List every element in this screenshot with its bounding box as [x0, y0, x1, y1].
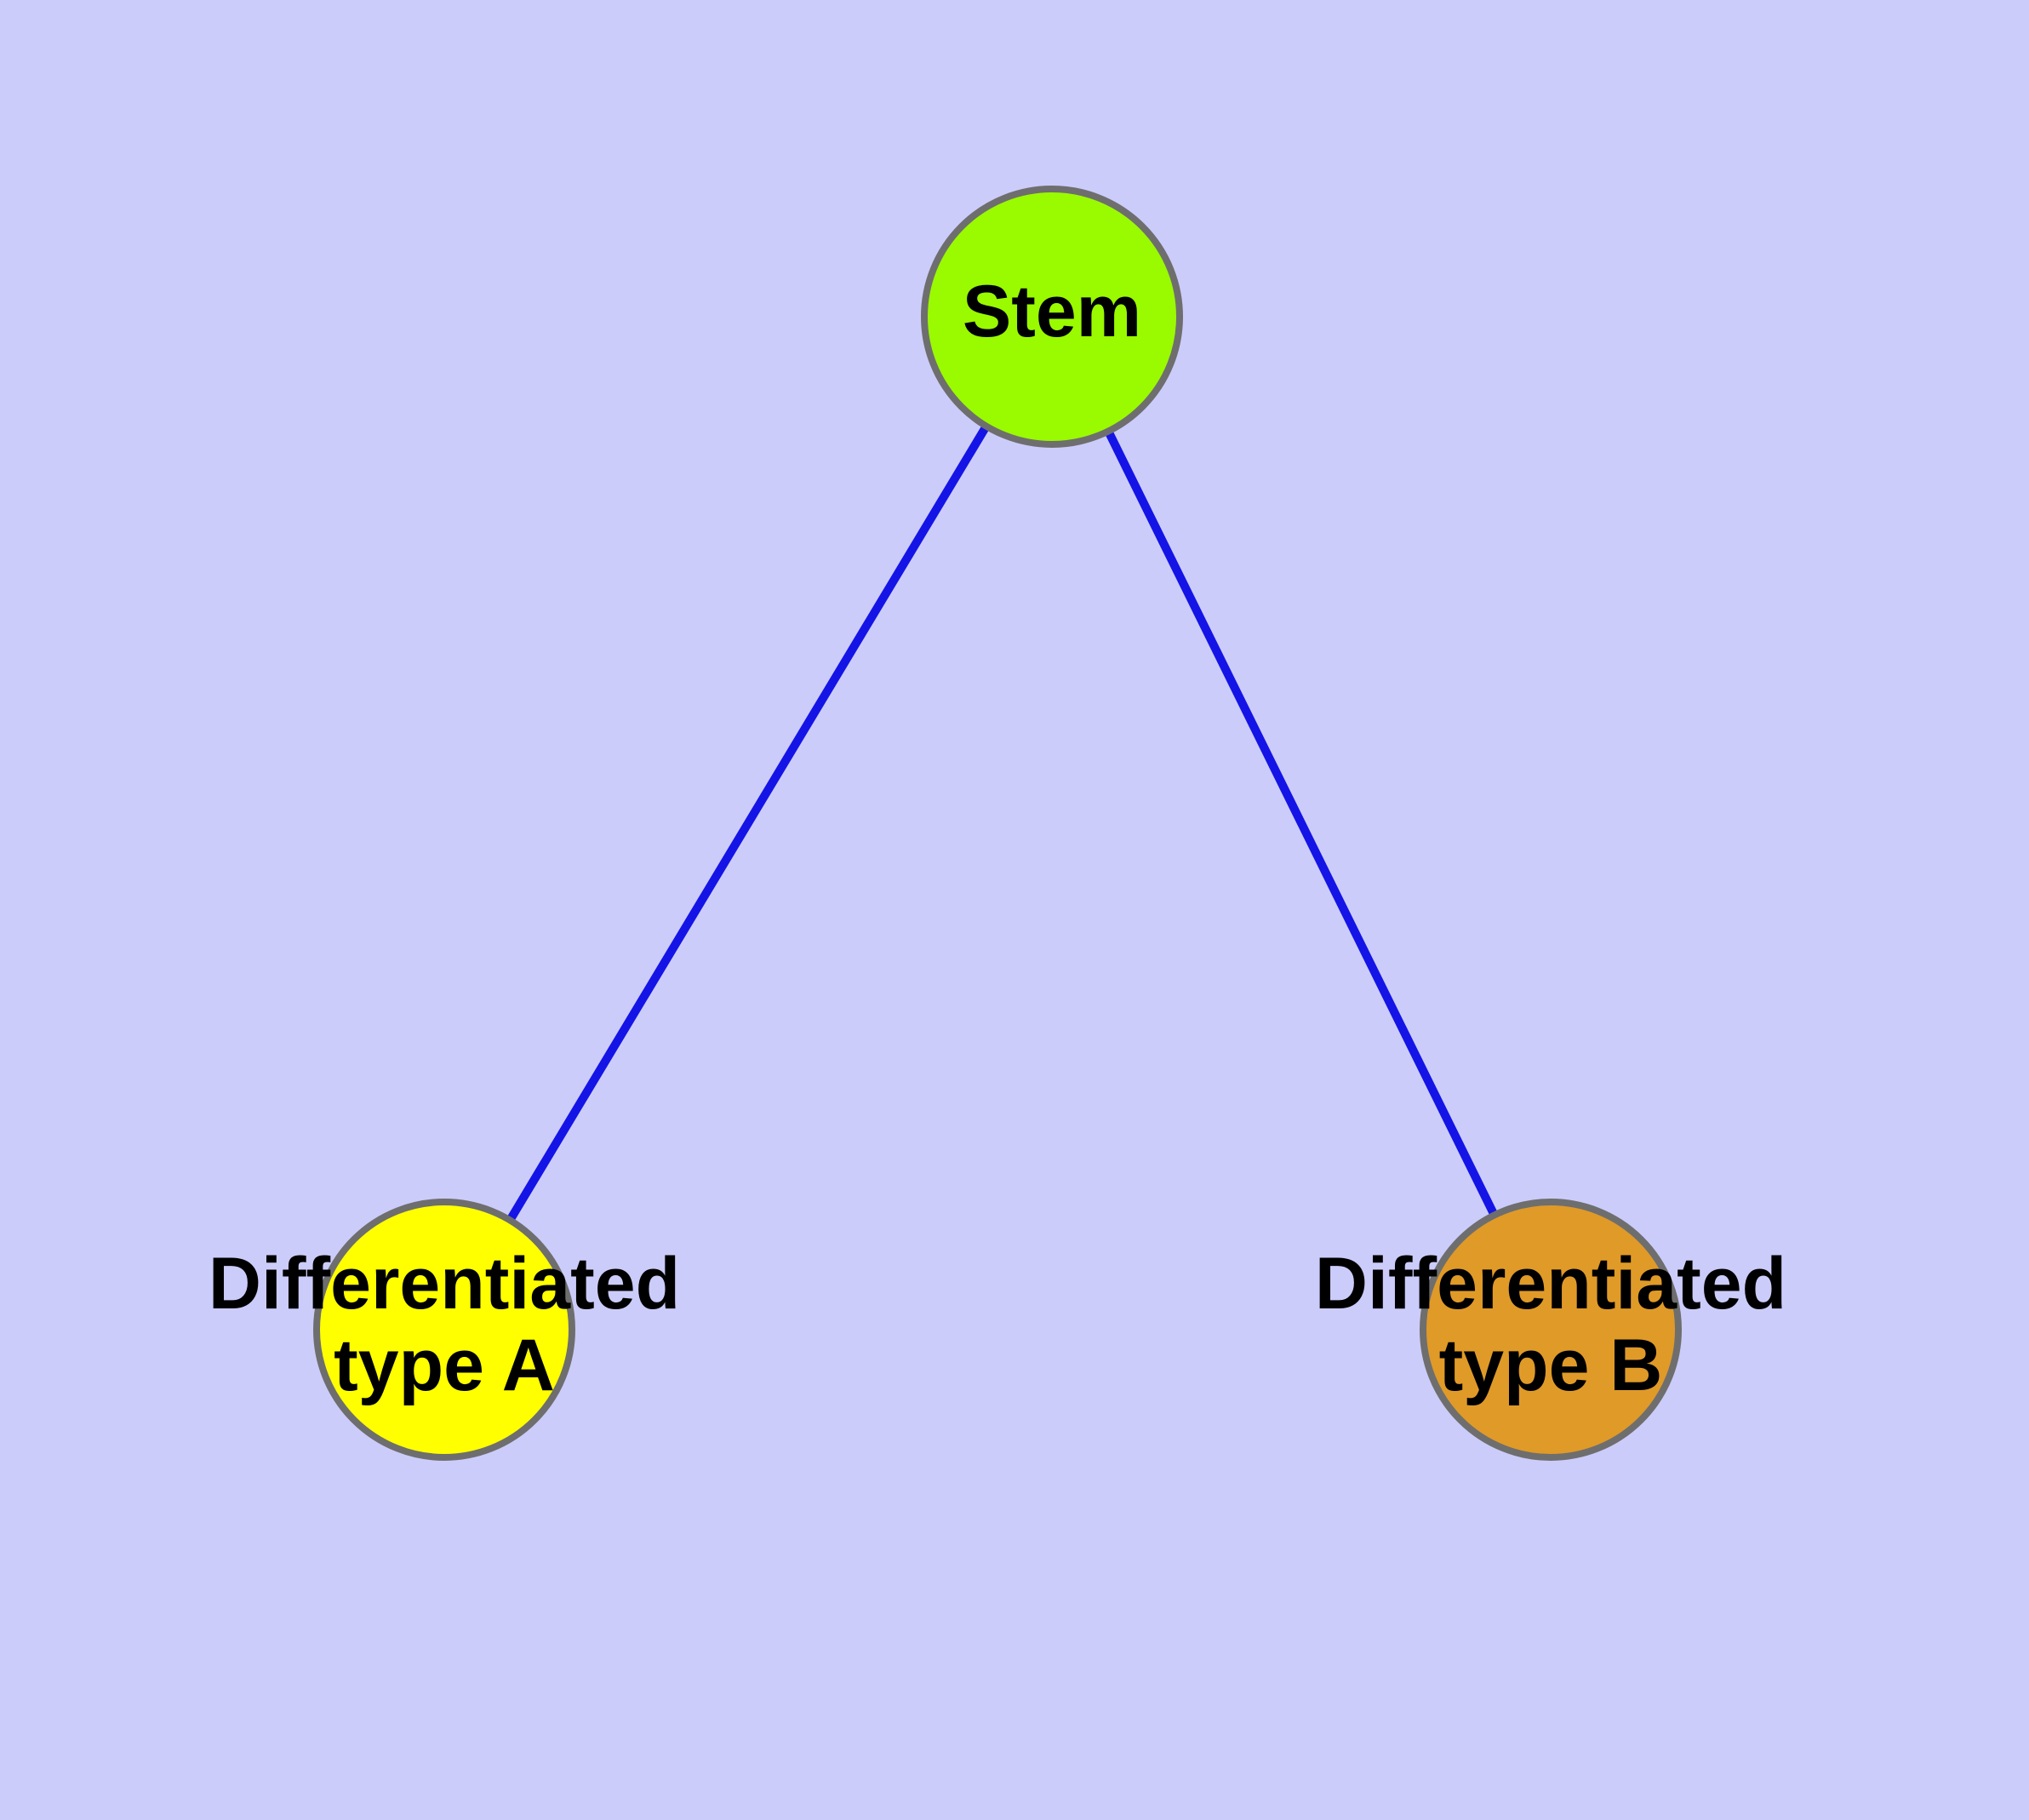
- node-stem[interactable]: Stem: [921, 186, 1183, 448]
- node-label-line: type A: [334, 1325, 555, 1406]
- node-label-line: Stem: [963, 271, 1141, 352]
- edges-layer: [503, 419, 1500, 1228]
- node-differentiated-type-b-circle[interactable]: [1420, 1199, 1682, 1461]
- node-label-line: type B: [1439, 1325, 1663, 1406]
- node-differentiated-type-a-circle[interactable]: [313, 1199, 575, 1461]
- edge-stem-to-differentiated-type-a[interactable]: [503, 419, 993, 1228]
- node-stem-label: Stem: [963, 271, 1141, 352]
- node-stem-circle[interactable]: [921, 186, 1183, 448]
- node-label-line: Differentiated: [1315, 1243, 1786, 1325]
- edge-stem-to-differentiated-type-b[interactable]: [1102, 424, 1500, 1222]
- node-label-line: Differentiated: [209, 1243, 680, 1325]
